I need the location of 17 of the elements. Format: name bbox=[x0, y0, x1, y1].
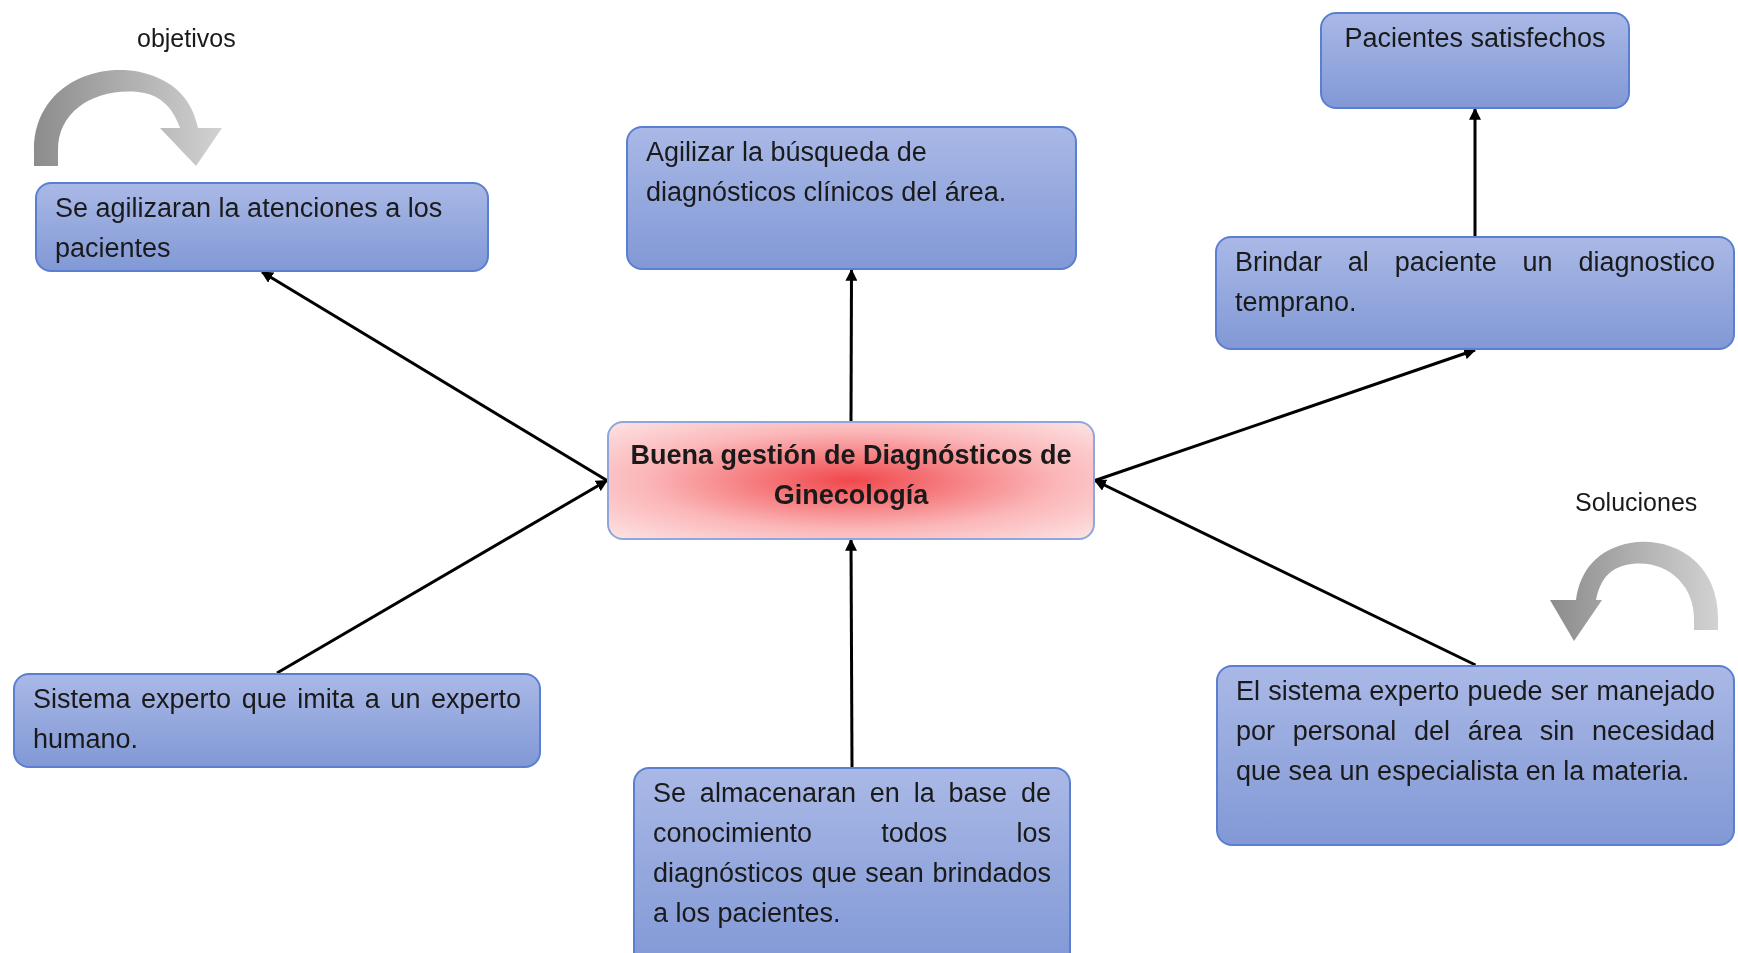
arrow bbox=[845, 268, 858, 421]
topic-box: Brindar al paciente un diagnostico temprano. bbox=[1215, 236, 1735, 350]
topic-box: Se almacenaran en la base de conocimiento todos los diagnósticos que sean brindados a los pacientes. bbox=[633, 767, 1071, 953]
arrow bbox=[1094, 347, 1477, 482]
arrow bbox=[260, 270, 608, 482]
section-label: objetivos bbox=[137, 24, 236, 53]
topic-box: Se agilizaran la atenciones a los pacientes bbox=[35, 182, 489, 272]
result-box: Pacientes satisfechos bbox=[1320, 12, 1630, 109]
topic-box: Sistema experto que imita a un experto humano. bbox=[13, 673, 541, 768]
arrow bbox=[1093, 479, 1477, 667]
arrow bbox=[1469, 107, 1481, 236]
section-label: Soluciones bbox=[1575, 488, 1698, 517]
arrow bbox=[845, 538, 858, 767]
topic-box: El sistema experto puede ser manejado por personal del área sin necesidad que sea un especialista en la materia. bbox=[1216, 665, 1735, 846]
central-topic-box: Buena gestión de Diagnósticos de Ginecología bbox=[607, 421, 1095, 540]
topic-box: Agilizar la búsqueda de diagnósticos clínicos del área. bbox=[626, 126, 1077, 270]
arrow bbox=[276, 479, 609, 675]
